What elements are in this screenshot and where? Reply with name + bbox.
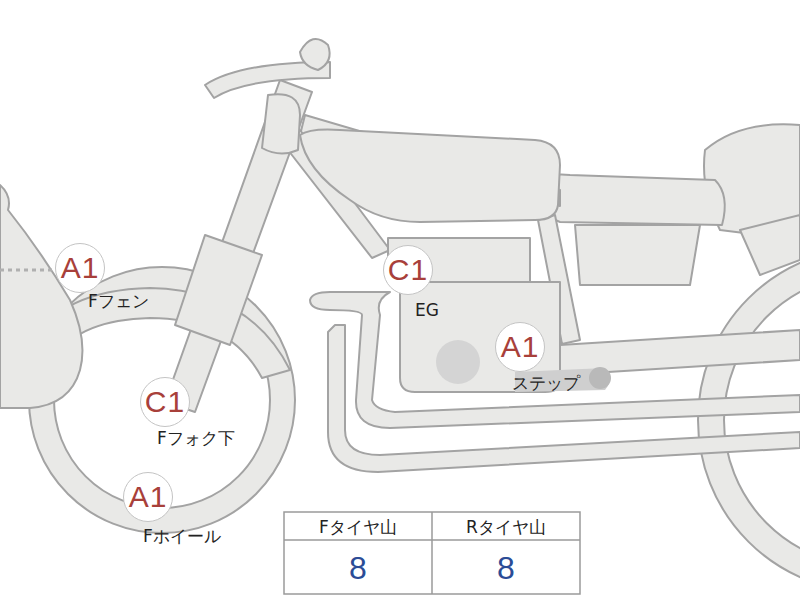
- front-cowl: [0, 185, 82, 408]
- table-value: 8: [497, 552, 515, 584]
- leader-line: [0, 269, 52, 272]
- callout-circle: A1: [55, 243, 105, 293]
- table-header: Fタイヤ山: [319, 519, 397, 536]
- rear-shock: [740, 215, 800, 275]
- engine-cover: [436, 340, 480, 384]
- callout-node: A1Fフェン: [55, 243, 105, 293]
- part-name: Fホイール: [143, 527, 221, 546]
- exhaust-pipe: [328, 325, 800, 472]
- callout-circle: A1: [495, 322, 545, 372]
- front-fork: [165, 80, 312, 412]
- table-header: Rタイヤ山: [466, 519, 546, 536]
- callout-code: C1: [388, 255, 428, 285]
- callout-circle: A1: [123, 472, 173, 522]
- callout-code: A1: [129, 482, 168, 512]
- callout-circle: C1: [140, 377, 190, 427]
- rear-rim: [724, 274, 800, 566]
- callout-code: C1: [145, 387, 185, 417]
- fuel-tank: [300, 130, 560, 222]
- side-cover: [575, 225, 700, 285]
- step-pivot: [589, 367, 611, 389]
- headlight: [262, 94, 300, 153]
- callout-node: C1EG: [383, 245, 433, 295]
- callout-node: A1Fホイール: [123, 472, 173, 522]
- mirror: [300, 39, 330, 70]
- seat: [540, 174, 725, 225]
- part-name: ステップ: [512, 374, 580, 393]
- callout-node: A1ステップ: [495, 322, 545, 372]
- callout-code: A1: [61, 253, 100, 283]
- callout-code: A1: [501, 332, 540, 362]
- table-value: 8: [349, 552, 367, 584]
- part-name: Fフェン: [88, 292, 149, 311]
- fork-tube-cover: [175, 235, 262, 345]
- callout-circle: C1: [383, 245, 433, 295]
- part-name: EG: [415, 301, 439, 320]
- part-name: Fフォク下: [157, 429, 235, 448]
- table-grid: [284, 512, 580, 594]
- callout-node: C1Fフォク下: [140, 377, 190, 427]
- rear-tire: [698, 248, 800, 592]
